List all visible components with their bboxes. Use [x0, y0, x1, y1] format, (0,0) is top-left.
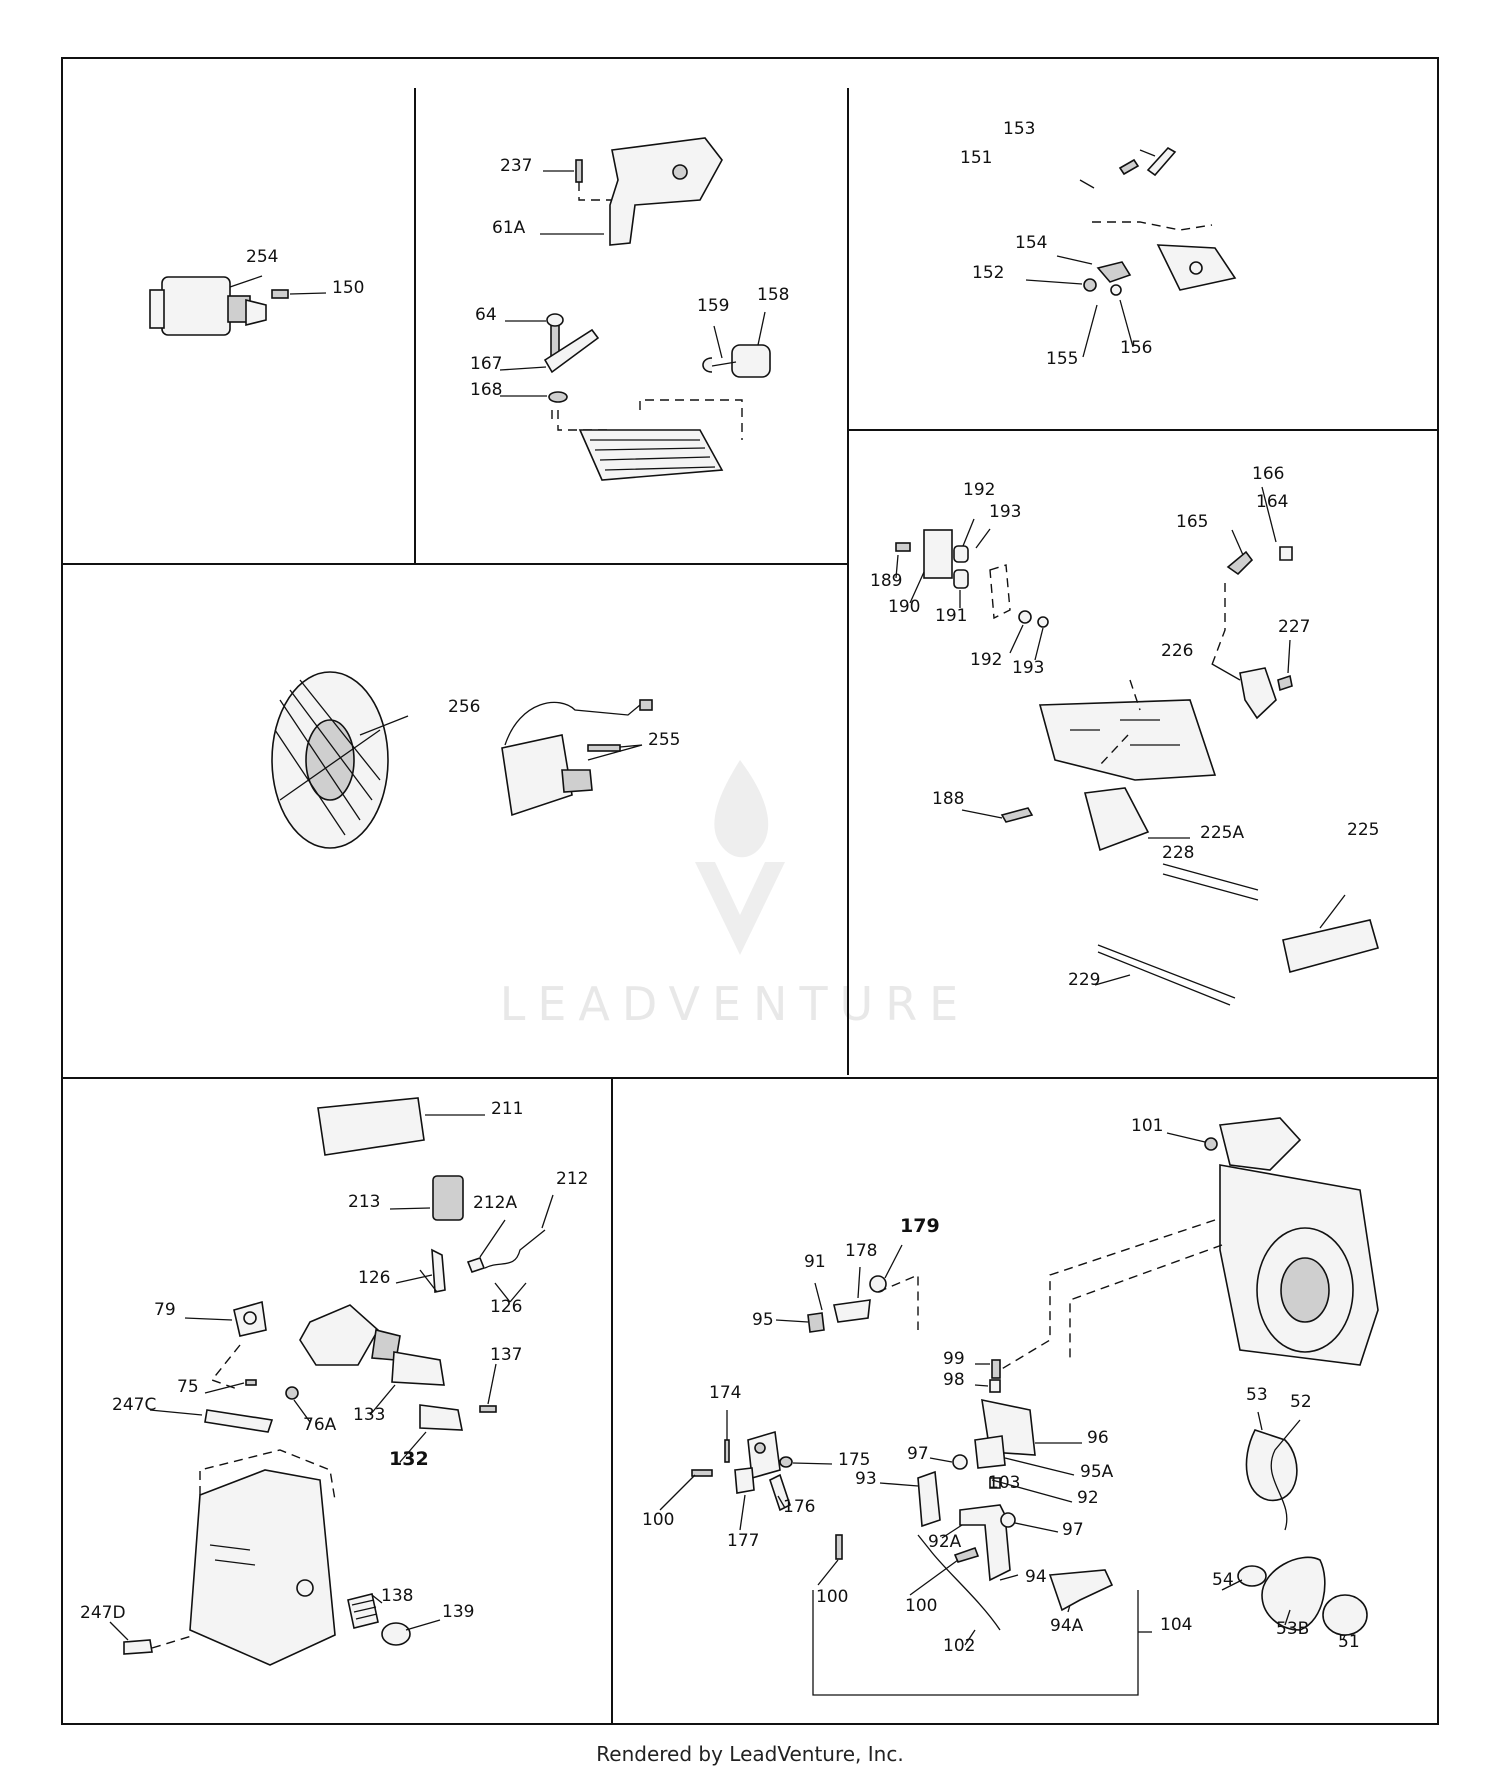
callout-227: 227 [1278, 617, 1310, 637]
callout-177: 177 [727, 1531, 759, 1551]
callout-256: 256 [448, 697, 480, 717]
callout-126: 126 [490, 1297, 522, 1317]
callout-103: 103 [988, 1473, 1020, 1493]
callout-labels: 254 150 237 61A 64 167 168 159 158 153 151 154 152 15… [80, 119, 1379, 1656]
callout-76a: 76A [303, 1415, 337, 1435]
callout-61a: 61A [492, 218, 526, 238]
callout-193: 193 [989, 502, 1021, 522]
callout-225: 225 [1347, 820, 1379, 840]
callout-97: 97 [907, 1444, 929, 1464]
callout-165: 165 [1176, 512, 1208, 532]
callout-137: 137 [490, 1345, 522, 1365]
callout-53b: 53B [1276, 1619, 1309, 1639]
watermark-text: LEADVENTURE [500, 977, 971, 1031]
callout-179: 179 [900, 1215, 940, 1237]
callout-100: 100 [816, 1587, 848, 1607]
callout-92: 92 [1077, 1488, 1099, 1508]
callout-151: 151 [960, 148, 992, 168]
callout-254: 254 [246, 247, 278, 267]
callout-102: 102 [943, 1636, 975, 1656]
callout-95: 95 [752, 1310, 774, 1330]
callout-64: 64 [475, 305, 497, 325]
callout-101: 101 [1131, 1116, 1163, 1136]
callout-189: 189 [870, 571, 902, 591]
callout-166: 166 [1252, 464, 1284, 484]
callout-247c: 247C [112, 1395, 156, 1415]
callout-168: 168 [470, 380, 502, 400]
callout-75: 75 [177, 1377, 199, 1397]
callout-154: 154 [1015, 233, 1047, 253]
callout-191: 191 [935, 606, 967, 626]
footer-credit: Rendered by LeadVenture, Inc. [596, 1742, 904, 1766]
callout-212a: 212A [473, 1193, 517, 1213]
callout-53: 53 [1246, 1385, 1268, 1405]
callout-126: 126 [358, 1268, 390, 1288]
callout-247d: 247D [80, 1603, 126, 1623]
flywheel-alternator-assembly [271, 671, 653, 849]
callout-211: 211 [491, 1099, 523, 1119]
leadventure-watermark: LEADVENTURE [500, 760, 971, 1031]
callout-92a: 92A [928, 1532, 962, 1552]
callout-93: 93 [855, 1469, 877, 1489]
callout-175: 175 [838, 1450, 870, 1470]
callout-94: 94 [1025, 1567, 1047, 1587]
callout-159: 159 [697, 296, 729, 316]
callout-156: 156 [1120, 338, 1152, 358]
callout-255: 255 [648, 730, 680, 750]
callout-138: 138 [381, 1586, 413, 1606]
panel-frames [61, 57, 1439, 1725]
callout-79: 79 [154, 1300, 176, 1320]
regulator-bracket-assembly [895, 486, 1379, 1006]
callout-139: 139 [442, 1602, 474, 1622]
callout-225a: 225A [1200, 823, 1244, 843]
callout-152: 152 [972, 263, 1004, 283]
callout-97: 97 [1062, 1520, 1084, 1540]
callout-95a: 95A [1080, 1462, 1114, 1482]
callout-178: 178 [845, 1241, 877, 1261]
callout-174: 174 [709, 1383, 741, 1403]
callout-98: 98 [943, 1370, 965, 1390]
governor-rewind-assembly [659, 1117, 1379, 1696]
callout-176: 176 [783, 1497, 815, 1517]
callout-192: 192 [963, 480, 995, 500]
callout-104: 104 [1160, 1615, 1192, 1635]
callout-52: 52 [1290, 1392, 1312, 1412]
callout-164: 164 [1256, 492, 1288, 512]
callout-190: 190 [888, 597, 920, 617]
callout-212: 212 [556, 1169, 588, 1189]
callout-193: 193 [1012, 658, 1044, 678]
callout-54: 54 [1212, 1570, 1234, 1590]
starter-motor-assembly [149, 275, 327, 336]
callout-91: 91 [804, 1252, 826, 1272]
callout-237: 237 [500, 156, 532, 176]
callout-100: 100 [642, 1510, 674, 1530]
callout-226: 226 [1161, 641, 1193, 661]
carburetor-assembly [109, 1097, 554, 1666]
callout-167: 167 [470, 354, 502, 374]
callout-96: 96 [1087, 1428, 1109, 1448]
callout-132: 132 [389, 1448, 429, 1470]
callout-153: 153 [1003, 119, 1035, 139]
callout-133: 133 [353, 1405, 385, 1425]
callout-229: 229 [1068, 970, 1100, 990]
callout-99: 99 [943, 1349, 965, 1369]
shield-bracket-assembly [499, 137, 771, 481]
callout-155: 155 [1046, 349, 1078, 369]
callout-188: 188 [932, 789, 964, 809]
breaker-points-assembly [1025, 146, 1237, 358]
callout-94a: 94A [1050, 1616, 1084, 1636]
callout-158: 158 [757, 285, 789, 305]
callout-100: 100 [905, 1596, 937, 1616]
callout-213: 213 [348, 1192, 380, 1212]
callout-150: 150 [332, 278, 364, 298]
callout-228: 228 [1162, 843, 1194, 863]
callout-192: 192 [970, 650, 1002, 670]
callout-51: 51 [1338, 1632, 1360, 1652]
